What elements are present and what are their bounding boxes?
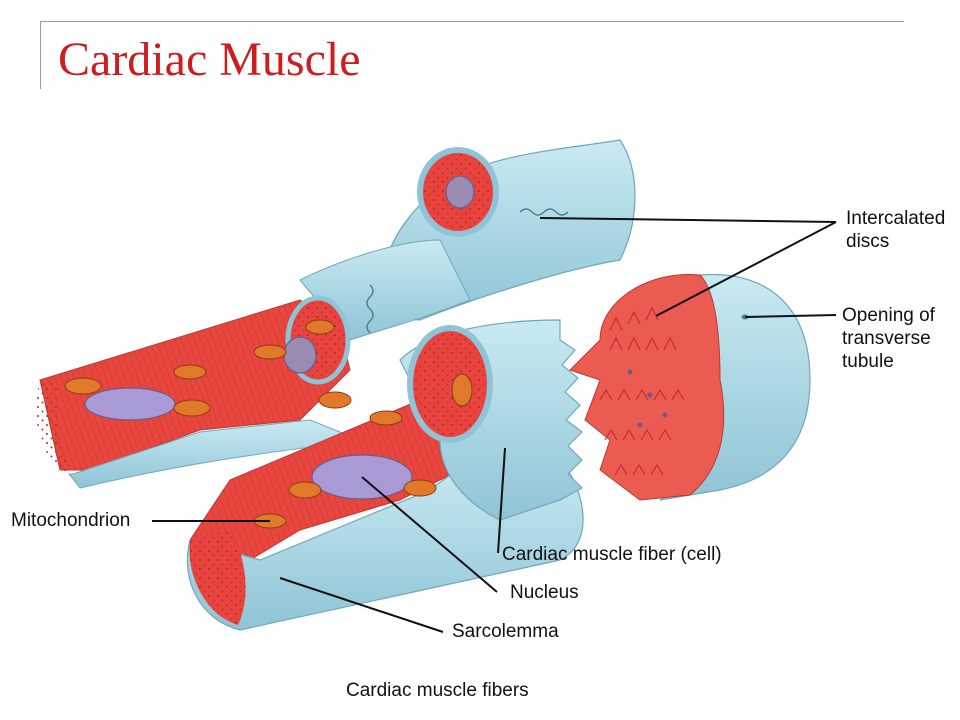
- label-opening-line-1: Opening of: [842, 305, 935, 326]
- slide-title: Cardiac Muscle: [58, 33, 361, 86]
- upper-fiber: [299, 139, 636, 341]
- label-opening-transverse-tubule: Opening of transverse tubule: [842, 304, 935, 373]
- label-intercalated-discs: Intercalated discs: [846, 207, 945, 253]
- title-frame-top-rule: [40, 21, 904, 22]
- left-fiber: [36, 295, 362, 489]
- mitochondria: [64, 319, 473, 529]
- label-intercalated-discs-line-2: discs: [846, 231, 890, 252]
- label-mitochondrion: Mitochondrion: [11, 510, 131, 531]
- label-sarcolemma: Sarcolemma: [452, 621, 559, 642]
- label-nucleus: Nucleus: [510, 582, 579, 603]
- label-intercalated-discs-line-1: Intercalated: [846, 208, 946, 229]
- figure-caption: Cardiac muscle fibers: [346, 680, 529, 701]
- right-fiber: [569, 273, 811, 501]
- left-nucleus-end: [283, 336, 317, 374]
- central-fiber: [399, 319, 583, 521]
- title-frame-left-rule: [40, 21, 41, 89]
- label-cardiac-muscle-fiber: Cardiac muscle fiber (cell): [502, 544, 722, 565]
- left-nucleus: [84, 387, 176, 421]
- leader-lines: [152, 217, 837, 633]
- label-opening-line-3: tubule: [842, 351, 894, 372]
- upper-nucleus: [445, 175, 475, 209]
- intercalated-disc-surface: [569, 273, 725, 501]
- label-opening-line-2: transverse: [842, 328, 931, 349]
